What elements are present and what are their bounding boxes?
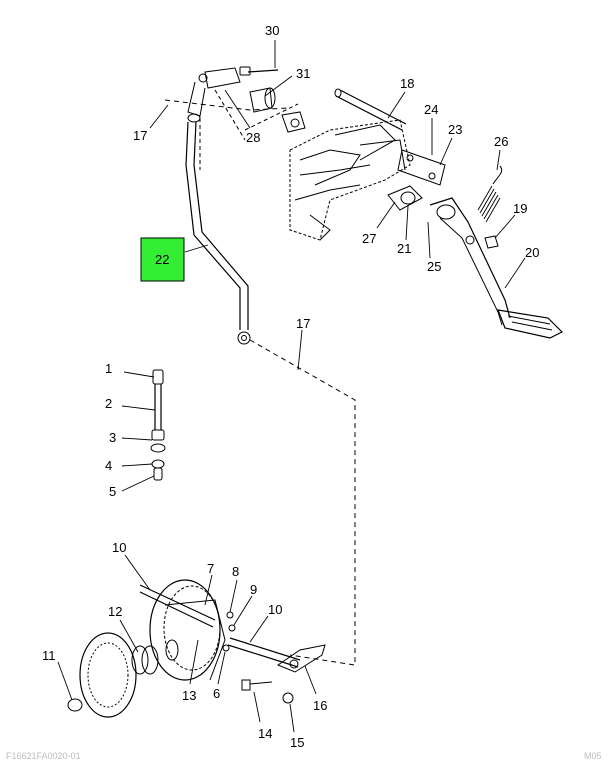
callout-numbers: 30 31 28 17 18 24 23 26 19 27 21 25 20 2… [42, 23, 539, 750]
callout-17-upper[interactable]: 17 [133, 128, 147, 143]
callout-19[interactable]: 19 [513, 201, 527, 216]
callout-25[interactable]: 25 [427, 259, 441, 274]
clutch-assembly [67, 579, 326, 718]
callout-12[interactable]: 12 [108, 604, 122, 619]
callout-7[interactable]: 7 [207, 561, 214, 576]
callout-8[interactable]: 8 [232, 564, 239, 579]
callout-10-upper[interactable]: 10 [112, 540, 126, 555]
callout-31[interactable]: 31 [296, 66, 310, 81]
callout-30[interactable]: 30 [265, 23, 279, 38]
callout-1[interactable]: 1 [105, 361, 112, 376]
callout-11[interactable]: 11 [42, 648, 56, 663]
leader-17-lower [249, 339, 356, 666]
callout-23[interactable]: 23 [448, 122, 462, 137]
pedal-bracket [289, 119, 411, 241]
spring-26 [477, 165, 503, 223]
pedal-20 [429, 197, 564, 339]
footer-code: F16621FA0020-01 [6, 751, 81, 761]
footer: F16621FA0020-01 M05 [6, 751, 602, 761]
leader-17-upper [164, 99, 291, 111]
callout-16[interactable]: 16 [313, 698, 327, 713]
nut-19 [484, 235, 499, 249]
callout-3[interactable]: 3 [109, 430, 116, 445]
callout-22[interactable]: 22 [155, 252, 169, 267]
callout-4[interactable]: 4 [105, 458, 112, 473]
callout-6[interactable]: 6 [213, 686, 220, 701]
upper-clevis-assembly [187, 66, 306, 141]
callout-21[interactable]: 21 [397, 241, 411, 256]
footer-page: M05 [584, 751, 602, 761]
callout-26[interactable]: 26 [494, 134, 508, 149]
callout-18[interactable]: 18 [400, 76, 414, 91]
callout-14[interactable]: 14 [258, 726, 272, 741]
callout-2[interactable]: 2 [105, 396, 112, 411]
plate-23 [397, 149, 446, 186]
pushrod-22 [185, 118, 251, 345]
callout-24[interactable]: 24 [424, 102, 438, 117]
callout-10-right[interactable]: 10 [268, 602, 282, 617]
callout-9[interactable]: 9 [250, 582, 257, 597]
callout-17-lower[interactable]: 17 [296, 316, 310, 331]
bushing-21 [387, 185, 423, 211]
callout-15[interactable]: 15 [290, 735, 304, 750]
pin-18 [334, 88, 407, 131]
callout-13[interactable]: 13 [182, 688, 196, 703]
callout-leaders [57, 40, 526, 733]
adjusting-rod [150, 369, 166, 481]
callout-27[interactable]: 27 [362, 231, 376, 246]
callout-28[interactable]: 28 [246, 130, 260, 145]
highlight-box-22[interactable] [140, 237, 185, 282]
callout-5[interactable]: 5 [109, 484, 116, 499]
callout-20[interactable]: 20 [525, 245, 539, 260]
